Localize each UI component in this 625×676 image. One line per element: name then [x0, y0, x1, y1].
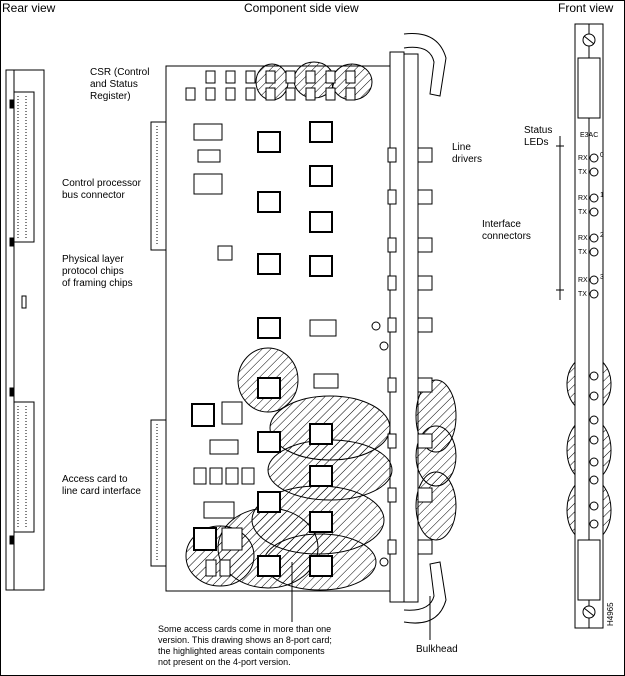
- interface-connectors-label: Interface connectors: [482, 219, 531, 242]
- figure-id: H4965: [606, 602, 615, 626]
- rx-label: RX: [578, 195, 588, 202]
- front-panel-ports: [589, 153, 599, 529]
- line-drivers-label: Line drivers: [452, 142, 483, 165]
- csr-label: CSR (Control and Status Register): [90, 67, 150, 102]
- rear-view-title: Rear view: [2, 1, 56, 15]
- status-leds-label: Status LEDs: [524, 125, 553, 148]
- tx-label: TX: [578, 169, 587, 176]
- port-number-3: 3: [600, 274, 604, 281]
- port-number-2: 2: [600, 232, 604, 239]
- front-view-title: Front view: [558, 1, 614, 15]
- port-number-1: 1: [600, 192, 604, 199]
- port-number-0: 0: [600, 152, 604, 159]
- card-name-label: E3AC: [580, 132, 599, 139]
- control-processor-label: Control processor bus connector: [62, 178, 141, 201]
- rx-label: RX: [578, 155, 588, 162]
- rx-label: RX: [578, 235, 588, 242]
- bulkhead-label: Bulkhead: [416, 644, 458, 655]
- versions-note: Some access cards come in more than one …: [158, 624, 332, 667]
- tx-label: TX: [578, 249, 587, 256]
- rear-view-card: [5, 69, 45, 591]
- access-card-label: Access card to line card interface: [62, 474, 141, 497]
- board-chips: [185, 70, 433, 577]
- physical-layer-label: Physical layer protocol chips of framing…: [62, 254, 133, 289]
- component-side-view-title: Component side view: [244, 1, 359, 15]
- rx-label: RX: [578, 277, 588, 284]
- front-panel: [556, 23, 604, 629]
- tx-label: TX: [578, 209, 587, 216]
- tx-label: TX: [578, 291, 587, 298]
- callout-leaders: [291, 562, 431, 640]
